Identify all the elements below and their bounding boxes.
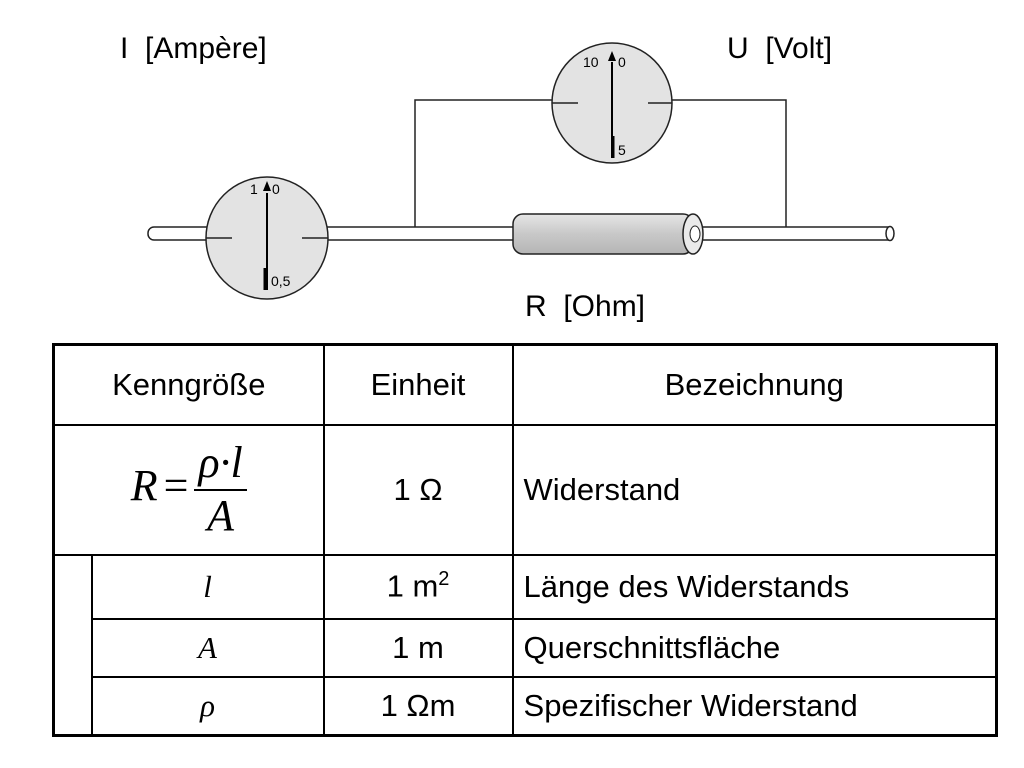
formula-denominator: A <box>207 490 235 540</box>
table-row: ρ 1 Ωm Spezifischer Widerstand <box>54 675 998 737</box>
header-einheit: Einheit <box>322 343 514 426</box>
voltmeter-wire-left <box>414 99 552 227</box>
name-cell: Spezifischer Widerstand <box>511 675 998 737</box>
voltmeter-wire-right <box>672 99 787 227</box>
unit-superscript: 2 <box>438 568 450 591</box>
voltmeter: 10 0 5 <box>551 42 673 164</box>
ammeter-scale-bottom: 0,5 <box>271 273 291 289</box>
resistance-label: R [Ohm] <box>525 290 646 323</box>
voltage-label: U [Volt] <box>727 32 833 65</box>
conductor-left <box>147 226 529 241</box>
unit-cell: 1 m <box>322 617 514 678</box>
circuit-diagram: 1 0 0,5 10 0 5 <box>147 42 895 300</box>
symbol-cell: ρ <box>90 675 325 737</box>
symbol-cell: l <box>90 553 325 620</box>
header-kenngroesse: Kenngröße <box>52 343 325 426</box>
voltmeter-scale-top-left: 10 <box>583 54 599 70</box>
header-bezeichnung: Bezeichnung <box>511 343 998 426</box>
unit-cell: 1 Ω <box>322 423 514 556</box>
unit-cell: 1 m2 <box>322 553 514 620</box>
table-header-row: Kenngröße Einheit Bezeichnung <box>52 343 998 426</box>
indent-cell <box>52 553 93 737</box>
unit-cell: 1 Ωm <box>322 675 514 737</box>
ammeter-scale-top-left: 1 <box>250 181 258 197</box>
formula-numerator: ρ·l <box>194 440 247 491</box>
name-cell: Widerstand <box>511 423 998 556</box>
resistor-body <box>512 213 694 255</box>
name-cell: Querschnittsfläche <box>511 617 998 678</box>
table-row: l 1 m2 Länge des Widerstands <box>52 553 998 737</box>
voltmeter-scale-top-right: 0 <box>618 54 626 70</box>
formula-lhs: R <box>130 460 158 510</box>
name-cell: Länge des Widerstands <box>511 553 998 620</box>
conductor-right <box>689 226 891 241</box>
current-label: I [Ampère] <box>120 32 267 65</box>
conductor-end <box>885 225 895 242</box>
table-row: A 1 m Querschnittsfläche <box>54 617 998 678</box>
symbol-cell: A <box>90 617 325 678</box>
formula-eq: = <box>163 460 189 510</box>
ammeter-scale-top-right: 0 <box>272 181 280 197</box>
ammeter: 1 0 0,5 <box>205 176 329 300</box>
voltmeter-scale-bottom: 5 <box>618 142 626 158</box>
